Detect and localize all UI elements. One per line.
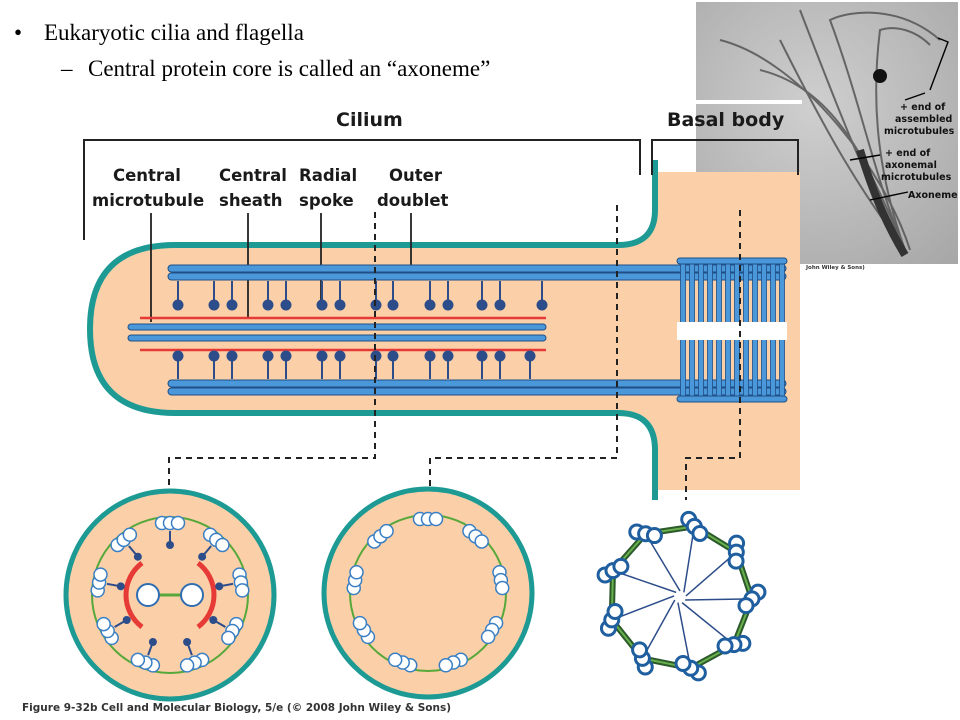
- plasma-membrane: [86, 160, 658, 500]
- radial-spokes: [172, 281, 548, 379]
- microtubule-doublet: [130, 637, 161, 673]
- svg-text:microtubule: microtubule: [92, 191, 204, 210]
- label-central-sheath: Central sheath: [219, 166, 287, 210]
- svg-text:assembled: assembled: [895, 114, 952, 125]
- cross-section-transition-zone: [321, 486, 535, 700]
- cross-section-basal-body: [596, 510, 767, 682]
- svg-text:doublet: doublet: [377, 191, 449, 210]
- spoke-head: [494, 350, 506, 362]
- microtubule-triplet: [596, 557, 630, 584]
- spoke-head: [536, 299, 548, 311]
- spoke-head: [387, 350, 399, 362]
- svg-text:Outer: Outer: [389, 166, 443, 185]
- microtubule-doublet: [438, 652, 469, 673]
- svg-text:Radial: Radial: [299, 166, 357, 185]
- label-central-microtubule: Central microtubule: [92, 166, 204, 210]
- microtubule-triplet: [628, 523, 663, 545]
- microtubule-triplet: [674, 654, 707, 682]
- microtubule-doublet: [96, 616, 131, 646]
- microtubule-doublet: [480, 615, 504, 645]
- sub-bullet-text: Central protein core is called an “axone…: [88, 56, 491, 81]
- central-sheath: [140, 316, 546, 352]
- spoke-head: [280, 350, 292, 362]
- svg-text:+ end of: + end of: [900, 102, 946, 113]
- microtubule-triplet: [599, 603, 624, 637]
- spoke-head: [262, 299, 274, 311]
- spoke-head: [280, 299, 292, 311]
- microtubule-doublet: [209, 616, 244, 646]
- svg-text:Central: Central: [113, 166, 181, 185]
- micrograph-label-axoneme: Axoneme: [908, 190, 958, 201]
- microtubule-doublet: [387, 652, 418, 673]
- cross-section-cilium: [63, 488, 277, 702]
- microtubule-triplet: [737, 583, 767, 615]
- spoke-head: [387, 299, 399, 311]
- bullet-text: Eukaryotic cilia and flagella: [44, 20, 304, 45]
- spoke-head: [442, 350, 454, 362]
- cilium-heading: Cilium: [336, 109, 403, 131]
- micrograph-label-assembled: + end of assembled microtubules: [884, 102, 955, 137]
- basal-body-cartwheel: [677, 322, 787, 340]
- label-outer-doublet: Outer doublet: [377, 166, 449, 210]
- microtubule-doublet: [492, 565, 510, 596]
- spoke-head: [226, 350, 238, 362]
- microtubule-doublet: [90, 567, 125, 598]
- figure-caption: Figure 9-32b Cell and Molecular Biology,…: [22, 702, 451, 714]
- svg-text:microtubules: microtubules: [884, 126, 955, 137]
- spoke-head: [316, 299, 328, 311]
- microtubule-doublet: [352, 615, 376, 645]
- microtubule-doublet: [154, 515, 186, 549]
- spoke-head: [226, 299, 238, 311]
- outer-doublet-bottom: [167, 379, 787, 396]
- spoke-head: [208, 350, 220, 362]
- spoke-head: [172, 299, 184, 311]
- central-microtubule-pair: [127, 323, 547, 342]
- microtubule-doublet: [367, 523, 394, 549]
- svg-text:axonemal: axonemal: [885, 160, 937, 171]
- spoke-head: [208, 299, 220, 311]
- microtubule-doublet: [198, 527, 230, 561]
- microtubule-triplet: [727, 534, 746, 570]
- label-radial-spoke: Radial spoke: [299, 166, 357, 210]
- spoke-head: [334, 350, 346, 362]
- spoke-head: [334, 299, 346, 311]
- micrograph-credit: John Wiley & Sons): [806, 265, 865, 271]
- outer-doublet-top: [167, 264, 787, 281]
- spoke-head: [316, 350, 328, 362]
- spoke-head: [494, 299, 506, 311]
- microtubule-doublet: [412, 511, 444, 527]
- spoke-head: [442, 299, 454, 311]
- svg-text:spoke: spoke: [299, 191, 354, 210]
- microtubule-triplet: [680, 510, 709, 542]
- spoke-head: [476, 299, 488, 311]
- microtubule-triplet: [716, 634, 752, 655]
- svg-text:microtubules: microtubules: [881, 172, 952, 183]
- microtubule-doublet: [346, 565, 364, 596]
- spoke-head: [262, 350, 274, 362]
- spoke-head: [424, 350, 436, 362]
- basal-body-bracket: [651, 139, 799, 175]
- svg-text:+ end of: + end of: [885, 148, 931, 159]
- svg-text:Central: Central: [219, 166, 287, 185]
- bullet-symbol: •: [14, 20, 23, 45]
- spoke-head: [476, 350, 488, 362]
- basal-body-heading: Basal body: [667, 109, 785, 131]
- section-guides: [168, 205, 741, 500]
- microtubule-triplet: [631, 641, 654, 676]
- svg-text:sheath: sheath: [219, 191, 283, 210]
- cilium-bracket: [83, 139, 641, 240]
- sub-bullet-symbol: –: [61, 56, 73, 81]
- microtubule-doublet: [462, 523, 489, 549]
- microtubule-doublet: [179, 637, 210, 673]
- spoke-head: [524, 350, 536, 362]
- microtubule-doublet: [215, 567, 250, 598]
- spoke-head: [424, 299, 436, 311]
- micrograph-label-axonemal: + end of axonemal microtubules: [881, 148, 952, 183]
- microtubule-doublet: [110, 527, 142, 561]
- spoke-head: [172, 350, 184, 362]
